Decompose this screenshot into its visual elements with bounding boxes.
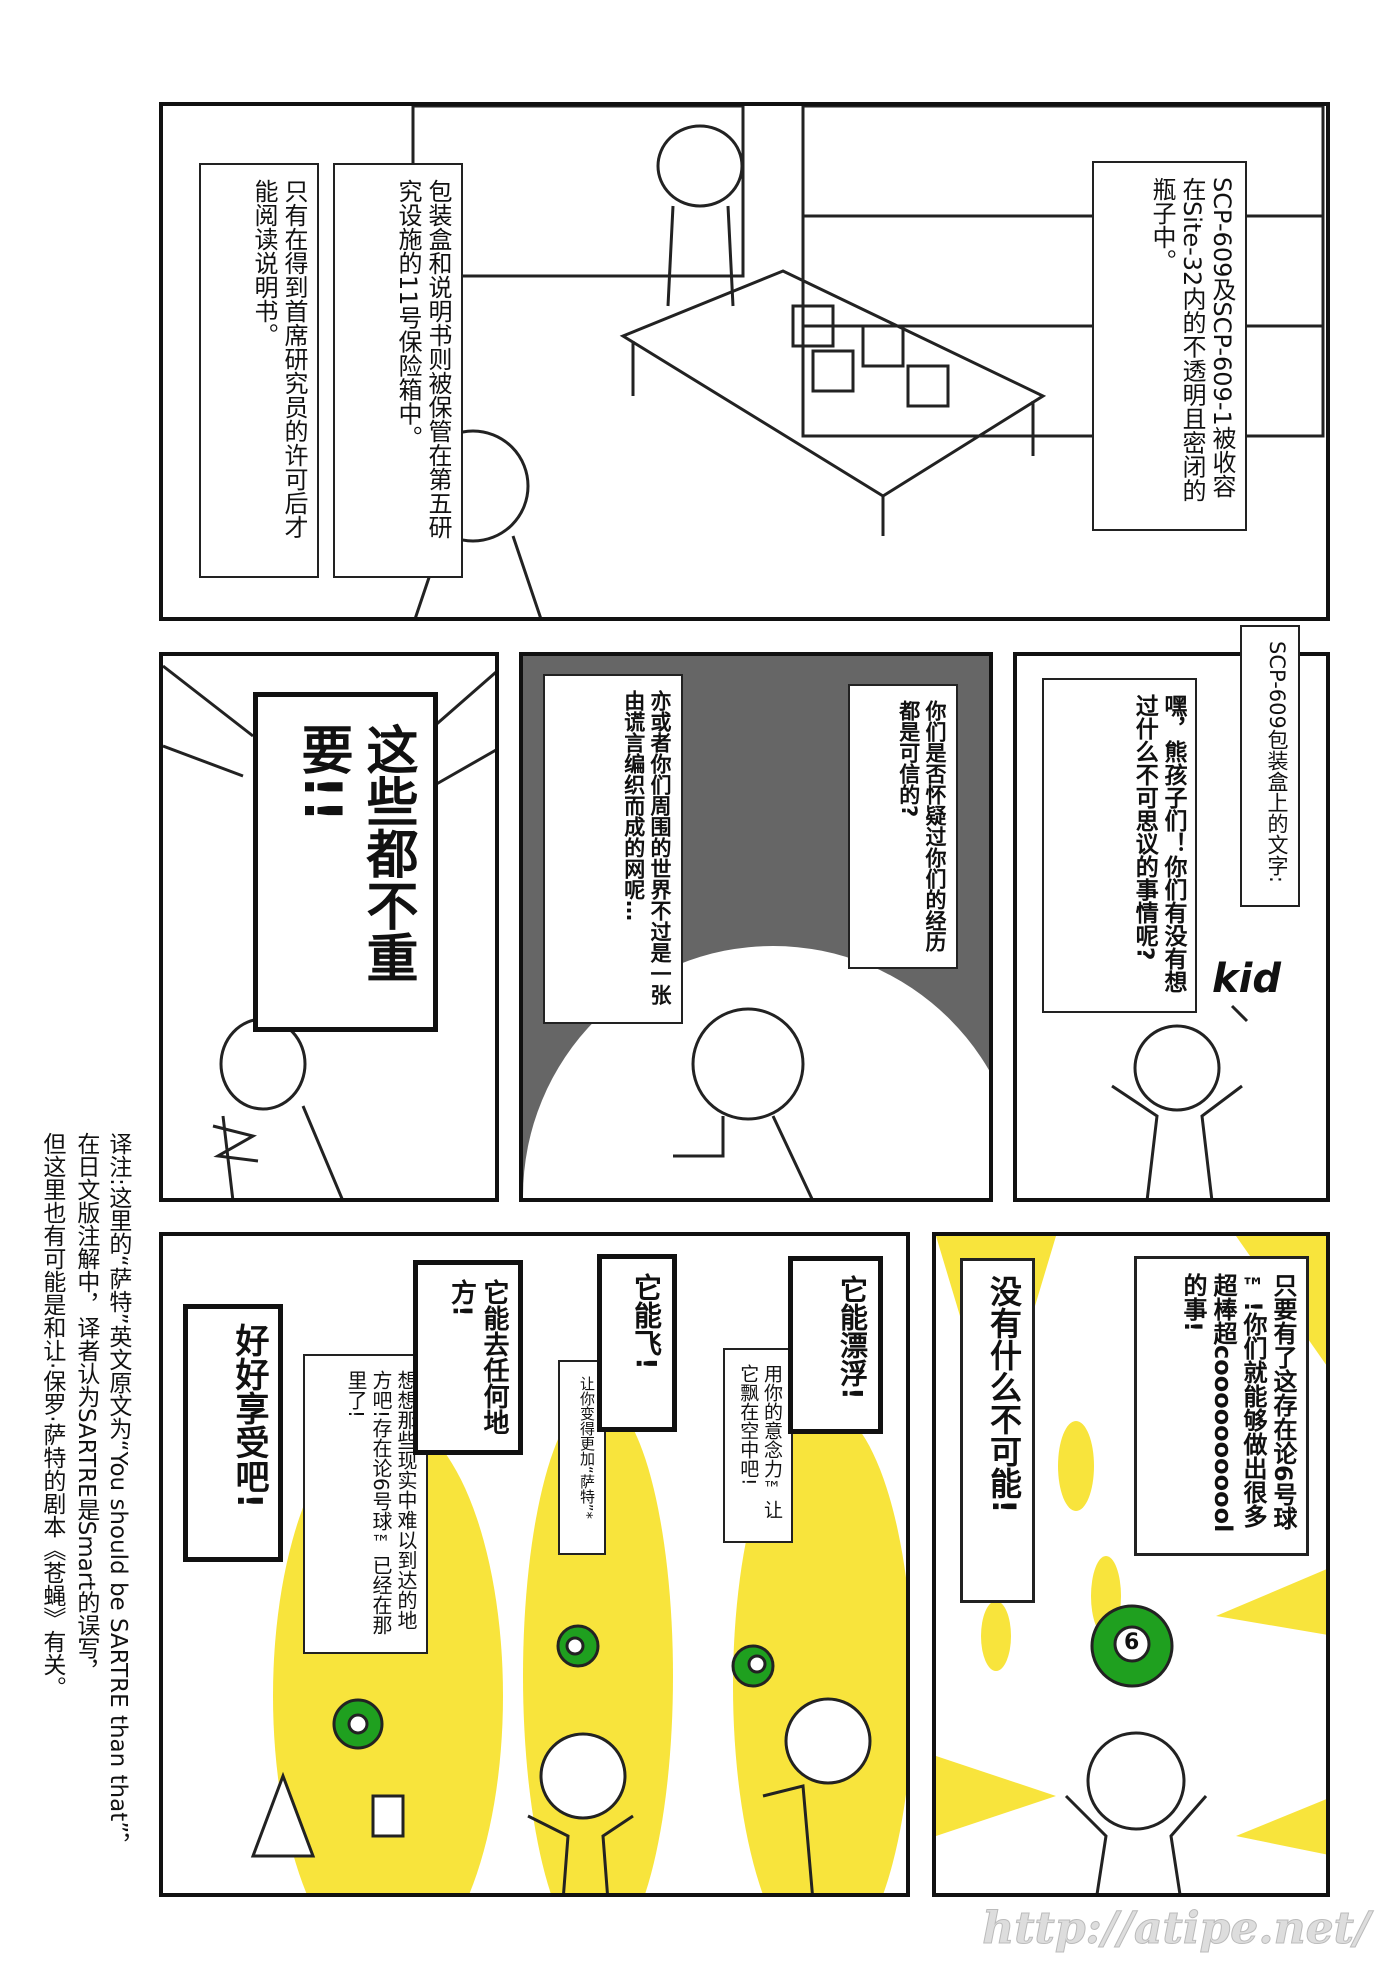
speech-bubble-go-anywhere: 它能去任何地方! xyxy=(413,1260,523,1455)
caption-permission: 只有在得到首席研究员的许可后才能阅读说明书。 xyxy=(199,163,319,578)
kid-character-illustration xyxy=(1111,1004,1249,1198)
ball-number: 6 xyxy=(1124,1630,1140,1655)
speech-bubble-nothing-impossible: 没有什么不可能! xyxy=(960,1258,1035,1603)
caption-manual-storage: 包装盒和说明书则被保管在第五研究设施的11号保险箱中。 xyxy=(333,163,463,578)
speech-bubble-float: 它能漂浮! xyxy=(788,1256,883,1434)
panel-4: kid 嘿，熊孩子们！你们有没有想过什么不可思议的事情呢? xyxy=(1013,652,1330,1202)
kid-label: kid xyxy=(1212,956,1281,1002)
caption-scp-containment: SCP-609及SCP-609-1被收容在Site-32内的不透明且密闭的瓶子中… xyxy=(1092,161,1247,531)
panel-2: 这些都不重要!! xyxy=(159,652,499,1202)
lab-scene-illustration xyxy=(411,106,1325,617)
thinking-character-illustration xyxy=(673,1007,814,1198)
caption-packaging-text: SCP-609包装盒上的文字: xyxy=(1240,625,1300,907)
watermark: http://atipe.net/ xyxy=(982,1903,1371,1955)
panel-1: SCP-609及SCP-609-1被收容在Site-32内的不透明且密闭的瓶子中… xyxy=(159,102,1330,621)
panel-5: 好好享受吧! 想想那些现实中难以到达的地方吧!存在论6号球™已经在那里了! 它能… xyxy=(159,1232,910,1897)
speech-bubble-doubt: 你们是否怀疑过你们的经历都是可信的? xyxy=(848,684,958,969)
speech-bubble-world-lies: 亦或者你们周围的世界不过是一张由谎言编织而成的网呢… xyxy=(543,674,683,1024)
panel-6: 6 没有什么不可能! 只要有了这存在论6号球™!你们就能够做出很多超棒超cooo… xyxy=(932,1232,1330,1897)
translator-note-line-1: 译注:这里的“萨特”英文原文为“You should be SARTRE tha… xyxy=(104,1132,131,1857)
caption-go-anywhere-detail: 想想那些现实中难以到达的地方吧!存在论6号球™已经在那里了! xyxy=(303,1354,428,1654)
speech-bubble-enjoy: 好好享受吧! xyxy=(183,1304,283,1562)
translator-note-line-3: 但这里也有可能是和让·保罗·萨特的剧本《苍蝇》有关。 xyxy=(38,1132,65,1699)
speech-bubble-fly: 它能飞! xyxy=(597,1254,677,1432)
caption-float-detail: 用你的意念力™让它飘在空中吧! xyxy=(723,1348,793,1543)
speech-bubble-existential-ball: 只要有了这存在论6号球™!你们就能够做出很多超棒超cooooooooool的事! xyxy=(1134,1256,1309,1556)
speech-bubble-hey-kids: 嘿，熊孩子们！你们有没有想过什么不可思议的事情呢? xyxy=(1042,678,1197,1013)
panel-3: 你们是否怀疑过你们的经历都是可信的? 亦或者你们周围的世界不过是一张由谎言编织而… xyxy=(519,652,993,1202)
speech-bubble-not-important: 这些都不重要!! xyxy=(253,692,438,1032)
ball-scenes-illustration xyxy=(250,1624,872,1893)
translator-note-line-2: 在日文版注解中，译者认为SARTRE是Smart的误写， xyxy=(72,1132,99,1683)
